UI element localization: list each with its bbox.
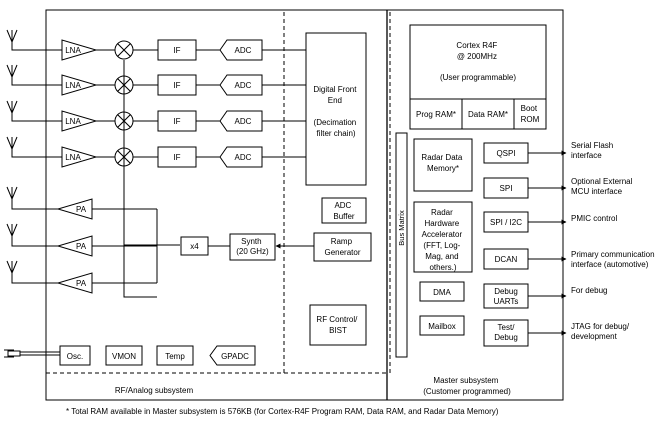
lna-label: LNA xyxy=(65,81,81,90)
tx-antenna-icon xyxy=(6,260,18,275)
data-ram-block xyxy=(461,98,515,130)
synth-block xyxy=(229,233,276,261)
master-subsystem-label: Master subsystem (Customer programmed) xyxy=(423,376,511,396)
temp-block xyxy=(156,345,194,366)
x4-label: x4 xyxy=(190,242,199,251)
rx-feed-line xyxy=(11,149,62,158)
lna-label: LNA xyxy=(65,117,81,126)
lna-block xyxy=(61,110,98,132)
ramp-generator-block xyxy=(313,232,372,262)
tx-bus-link xyxy=(123,245,157,298)
radar-data-memory-label: Radar Data Memory* xyxy=(421,153,464,173)
rx-antenna-icon xyxy=(6,29,18,44)
adc-buffer-label: ADC Buffer xyxy=(333,201,355,221)
boot-rom-block xyxy=(513,98,547,130)
oscillator-block xyxy=(59,345,91,366)
crystal-icon xyxy=(4,349,60,358)
dma-label: DMA xyxy=(433,288,451,297)
test-debug-label: Test/Debug xyxy=(494,323,518,342)
if-label: IF xyxy=(173,46,180,55)
pa-label: PA xyxy=(76,279,87,288)
dcan-label: DCAN xyxy=(495,255,518,264)
footnote: * Total RAM available in Master subsyste… xyxy=(66,407,499,416)
lna-block xyxy=(61,39,98,61)
prog-ram-label: Prog RAM* xyxy=(416,110,456,119)
prog-ram-block xyxy=(409,98,463,130)
tx-feed-line xyxy=(11,199,58,210)
lna-label: LNA xyxy=(65,46,81,55)
digital-front-end-label: Digital Front End (Decimation filter cha… xyxy=(313,85,358,138)
ramp-generator-label: Ramp Generator xyxy=(324,237,360,257)
test-debug-interface-label: JTAG for debug/development xyxy=(571,322,630,341)
rf-control-bist-label: RF Control/ BIST xyxy=(316,315,359,335)
rx-chain: LNA IF ADC LNA IF ADC LNA IF ADC LNA IF ADC xyxy=(11,39,306,168)
synth-label: Synth (20 GHz) xyxy=(236,237,269,256)
lna-block xyxy=(61,146,98,168)
vmon-label: VMON xyxy=(112,352,136,361)
boot-rom-label: Boot ROM xyxy=(521,104,540,124)
spi-i2c-interface-label: PMIC control xyxy=(571,214,617,223)
if-label: IF xyxy=(173,153,180,162)
rf-control-bist-block xyxy=(309,304,367,346)
pa-label: PA xyxy=(76,242,87,251)
radar-data-memory-block xyxy=(413,138,473,192)
tx-chain: PA PA PA xyxy=(6,186,158,298)
oscillator-label: Osc. xyxy=(67,352,83,361)
adc-label: ADC xyxy=(235,81,252,90)
adc-label: ADC xyxy=(235,46,252,55)
temp-label: Temp xyxy=(165,352,185,361)
rx-feed-line xyxy=(11,113,62,122)
bus-matrix-label: Bus Matrix xyxy=(397,210,406,246)
mixer-cross xyxy=(117,43,131,57)
gpadc-block xyxy=(209,345,256,366)
debug-uarts-interface-label: For debug xyxy=(571,286,607,295)
spi-label: SPI xyxy=(500,184,513,193)
qspi-label: QSPI xyxy=(496,149,515,158)
lna-label: LNA xyxy=(65,153,81,162)
mailbox-label: Mailbox xyxy=(428,322,456,331)
digital-front-end-block xyxy=(305,32,367,186)
tx-feed-line xyxy=(11,236,58,247)
bus-matrix-block xyxy=(395,132,408,358)
mailbox-block xyxy=(419,315,465,336)
rx-feed-line xyxy=(11,42,62,51)
radar-hardware-accelerator-block xyxy=(413,201,473,273)
spi-i2c-label: SPI / I2C xyxy=(490,218,522,227)
tx-feed-line xyxy=(11,273,58,284)
adc-label: ADC xyxy=(235,153,252,162)
tx-antenna-icon xyxy=(6,186,18,201)
if-label: IF xyxy=(173,117,180,126)
rx-feed-line xyxy=(11,77,62,86)
rx-antenna-icon xyxy=(6,100,18,115)
adc-buffer-block xyxy=(321,197,367,224)
lna-block xyxy=(61,74,98,96)
pa-label: PA xyxy=(76,205,87,214)
test-debug-block xyxy=(483,319,529,347)
rf-subsystem-label: RF/Analog subsystem xyxy=(115,386,194,395)
rx-antenna-icon xyxy=(6,64,18,79)
adc-label: ADC xyxy=(235,117,252,126)
if-label: IF xyxy=(173,81,180,90)
tx-antenna-icon xyxy=(6,223,18,238)
radar-hardware-accelerator-label: Radar Hardware Accelerator (FFT, Log- Ma… xyxy=(422,208,465,272)
cortex-r4f-label: Cortex R4F @ 200MHz (User programmable) xyxy=(440,41,516,82)
rx-antenna-icon xyxy=(6,136,18,151)
dma-block xyxy=(419,281,465,302)
data-ram-label: Data RAM* xyxy=(468,110,508,119)
vmon-block xyxy=(105,345,143,366)
gpadc-label: GPADC xyxy=(221,352,249,361)
